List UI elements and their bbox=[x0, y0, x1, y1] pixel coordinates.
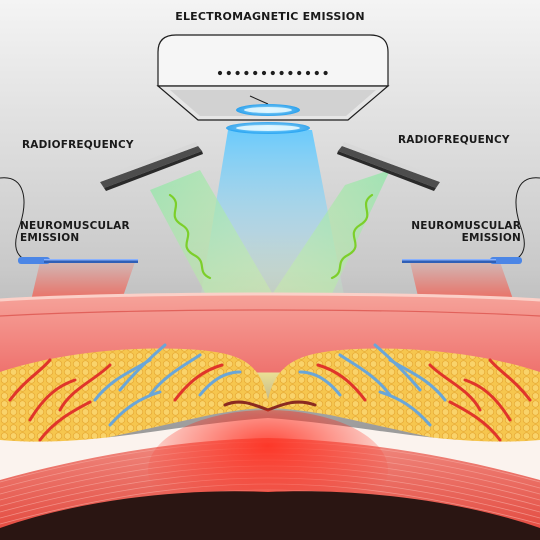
vessel bbox=[38, 400, 92, 442]
vent-dot bbox=[226, 70, 231, 76]
vent-dot bbox=[323, 70, 328, 76]
vessel bbox=[488, 358, 532, 402]
vent-dot bbox=[297, 70, 302, 76]
bone bbox=[0, 491, 540, 540]
vessel bbox=[173, 363, 224, 402]
electromagnetic-emitter bbox=[226, 104, 310, 134]
vent-dot bbox=[253, 70, 258, 76]
electromagnetic-device bbox=[156, 34, 390, 121]
label-neuromuscular-right: NEUROMUSCULAR EMISSION bbox=[411, 220, 521, 244]
vessel bbox=[298, 370, 342, 397]
cable-left bbox=[0, 177, 31, 262]
label-electromagnetic-emission: ELECTROMAGNETIC EMISSION bbox=[175, 10, 365, 23]
label-radiofrequency-left: RADIOFREQUENCY bbox=[22, 139, 134, 151]
label-neuromuscular-right-line2: EMISSION bbox=[461, 232, 521, 244]
rf-plate-left bbox=[98, 142, 203, 191]
vessel bbox=[8, 358, 52, 402]
label-radiofrequency-right: RADIOFREQUENCY bbox=[398, 134, 510, 146]
vessel bbox=[198, 370, 242, 397]
cable-right bbox=[509, 177, 540, 262]
vessel bbox=[316, 363, 367, 402]
vent-dot bbox=[305, 70, 311, 76]
radiofrequency-beam-right bbox=[255, 170, 390, 330]
vessel bbox=[108, 390, 162, 427]
vessel bbox=[58, 363, 112, 412]
vessel bbox=[378, 390, 432, 427]
vent-dot bbox=[288, 70, 293, 76]
vessel bbox=[428, 363, 482, 412]
vessel bbox=[338, 353, 392, 397]
rf-wave-left bbox=[168, 193, 212, 280]
device-vent-dots bbox=[217, 70, 328, 76]
vent-dot bbox=[261, 70, 267, 76]
vent-dot bbox=[270, 70, 275, 76]
vessel bbox=[463, 378, 512, 422]
label-neuromuscular-left: NEUROMUSCULAR EMISSION bbox=[20, 220, 130, 244]
vessel bbox=[148, 353, 202, 397]
label-neuromuscular-left-line1: NEUROMUSCULAR bbox=[20, 220, 130, 232]
electrode-left bbox=[18, 257, 138, 264]
vent-dot bbox=[314, 70, 319, 76]
electrode-right bbox=[402, 257, 522, 264]
vent-dot bbox=[244, 70, 249, 76]
label-neuromuscular-left-line2: EMISSION bbox=[20, 232, 80, 244]
vessel bbox=[28, 378, 77, 422]
vessel bbox=[118, 343, 167, 392]
fascia-layer bbox=[0, 418, 540, 495]
vent-dot bbox=[235, 70, 240, 76]
rf-plate-right bbox=[337, 142, 442, 191]
vessel bbox=[448, 400, 502, 442]
label-neuromuscular-right-line1: NEUROMUSCULAR bbox=[411, 220, 521, 232]
rf-wave-right bbox=[330, 193, 374, 280]
vent-dot bbox=[217, 70, 223, 76]
radiofrequency-beam-left bbox=[150, 170, 285, 330]
blood-vessels bbox=[8, 343, 532, 442]
vessel bbox=[373, 343, 422, 392]
vent-dot bbox=[279, 70, 284, 76]
